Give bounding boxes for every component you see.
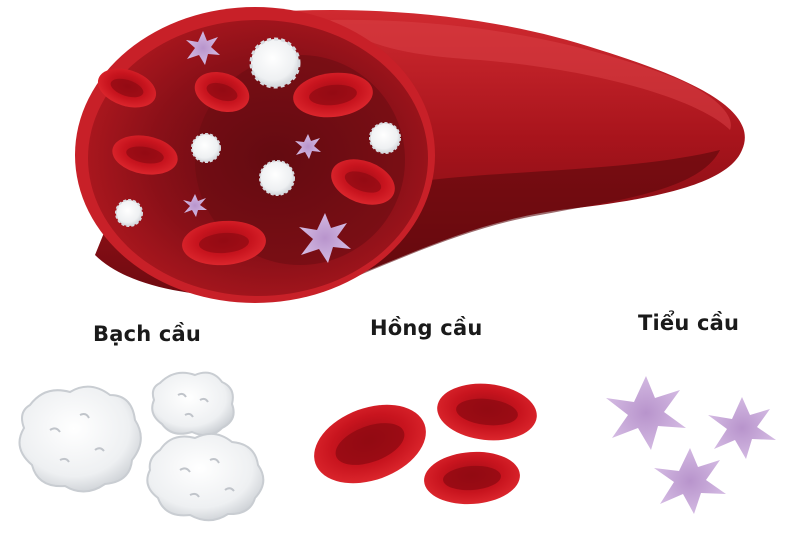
red-blood-cell	[293, 72, 373, 118]
white-blood-cell	[151, 371, 235, 437]
red-blood-cell	[182, 220, 266, 266]
label-red-blood-cells: Hồng cầu	[370, 316, 483, 340]
white-blood-cell	[115, 199, 143, 227]
label-white-blood-cells: Bạch cầu	[93, 322, 202, 346]
white-blood-cell	[18, 385, 142, 493]
red-blood-cell	[194, 71, 250, 113]
vessel-shadow	[360, 150, 720, 275]
red-blood-cell	[97, 68, 157, 108]
vessel-highlight	[330, 19, 731, 130]
white-blood-cell	[146, 432, 265, 522]
platelet	[186, 31, 220, 65]
platelet	[606, 376, 686, 450]
red-blood-cell	[314, 404, 426, 484]
white-blood-cell	[191, 133, 221, 163]
white-blood-cell	[259, 160, 295, 196]
red-blood-cell	[331, 159, 395, 205]
white-blood-cell	[249, 37, 301, 89]
red-blood-cell	[112, 135, 178, 175]
red-blood-cell	[437, 383, 537, 441]
platelet	[295, 134, 321, 159]
platelet	[654, 448, 726, 514]
platelets-group	[606, 376, 776, 514]
label-platelets: Tiểu cầu	[638, 311, 740, 335]
platelet	[183, 194, 207, 217]
white-blood-cell	[369, 122, 401, 154]
platelet	[299, 213, 351, 263]
white-blood-cells-group	[18, 371, 265, 522]
red-blood-cells-group	[314, 383, 537, 505]
vessel-cells	[97, 31, 401, 266]
platelet	[708, 397, 776, 459]
red-blood-cell	[424, 451, 520, 505]
